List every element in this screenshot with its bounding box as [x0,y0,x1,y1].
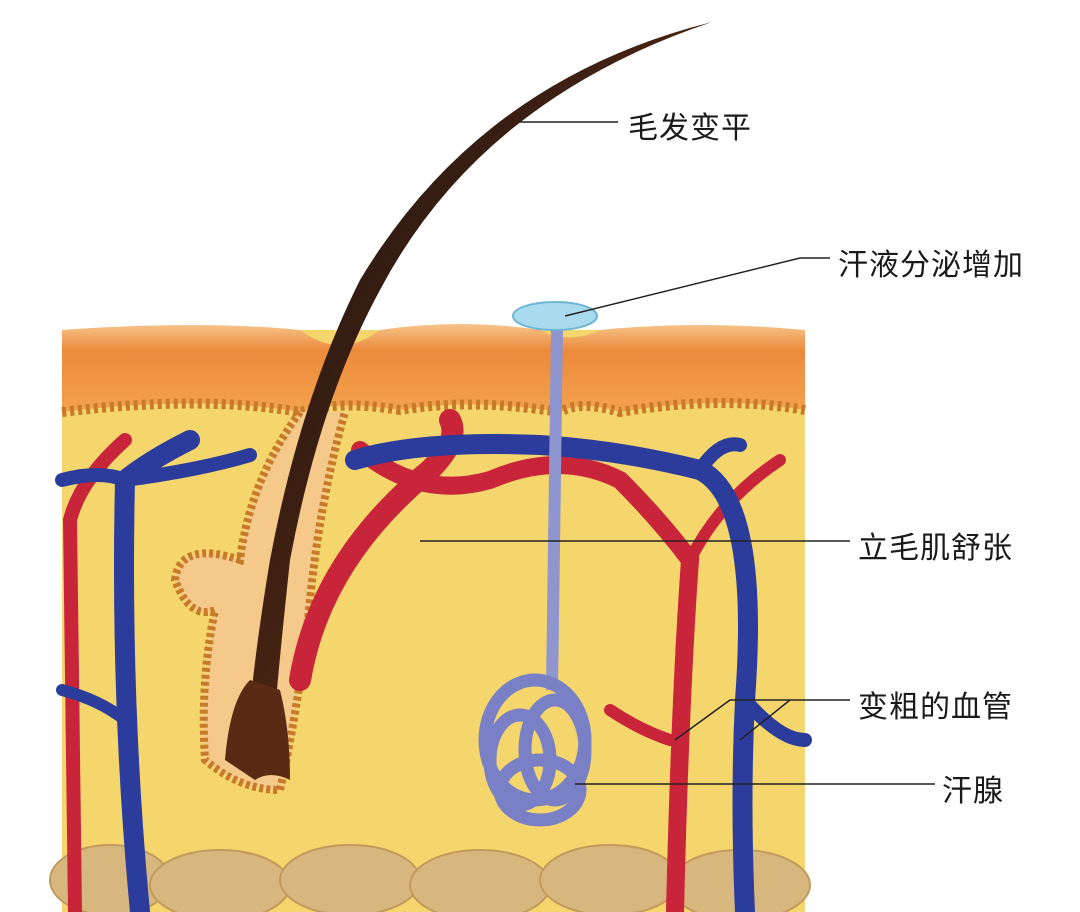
sweat-droplet [512,301,598,331]
label-sweat-gland: 汗腺 [942,774,1004,809]
epidermis-layer [62,324,805,412]
sweat-gland [478,673,592,827]
label-sweat-increase: 汗液分泌增加 [838,248,1024,283]
hair-bulb [225,680,290,780]
sweat-duct [546,329,563,691]
basal-layer [61,398,806,418]
label-dilated-vessels: 变粗的血管 [858,690,1013,725]
label-arrector-muscle-relaxed: 立毛肌舒张 [858,531,1013,566]
veins [55,430,812,912]
leader-lines [420,121,935,785]
hair-follicle [170,409,349,795]
label-hair-flattened: 毛发变平 [628,111,752,146]
